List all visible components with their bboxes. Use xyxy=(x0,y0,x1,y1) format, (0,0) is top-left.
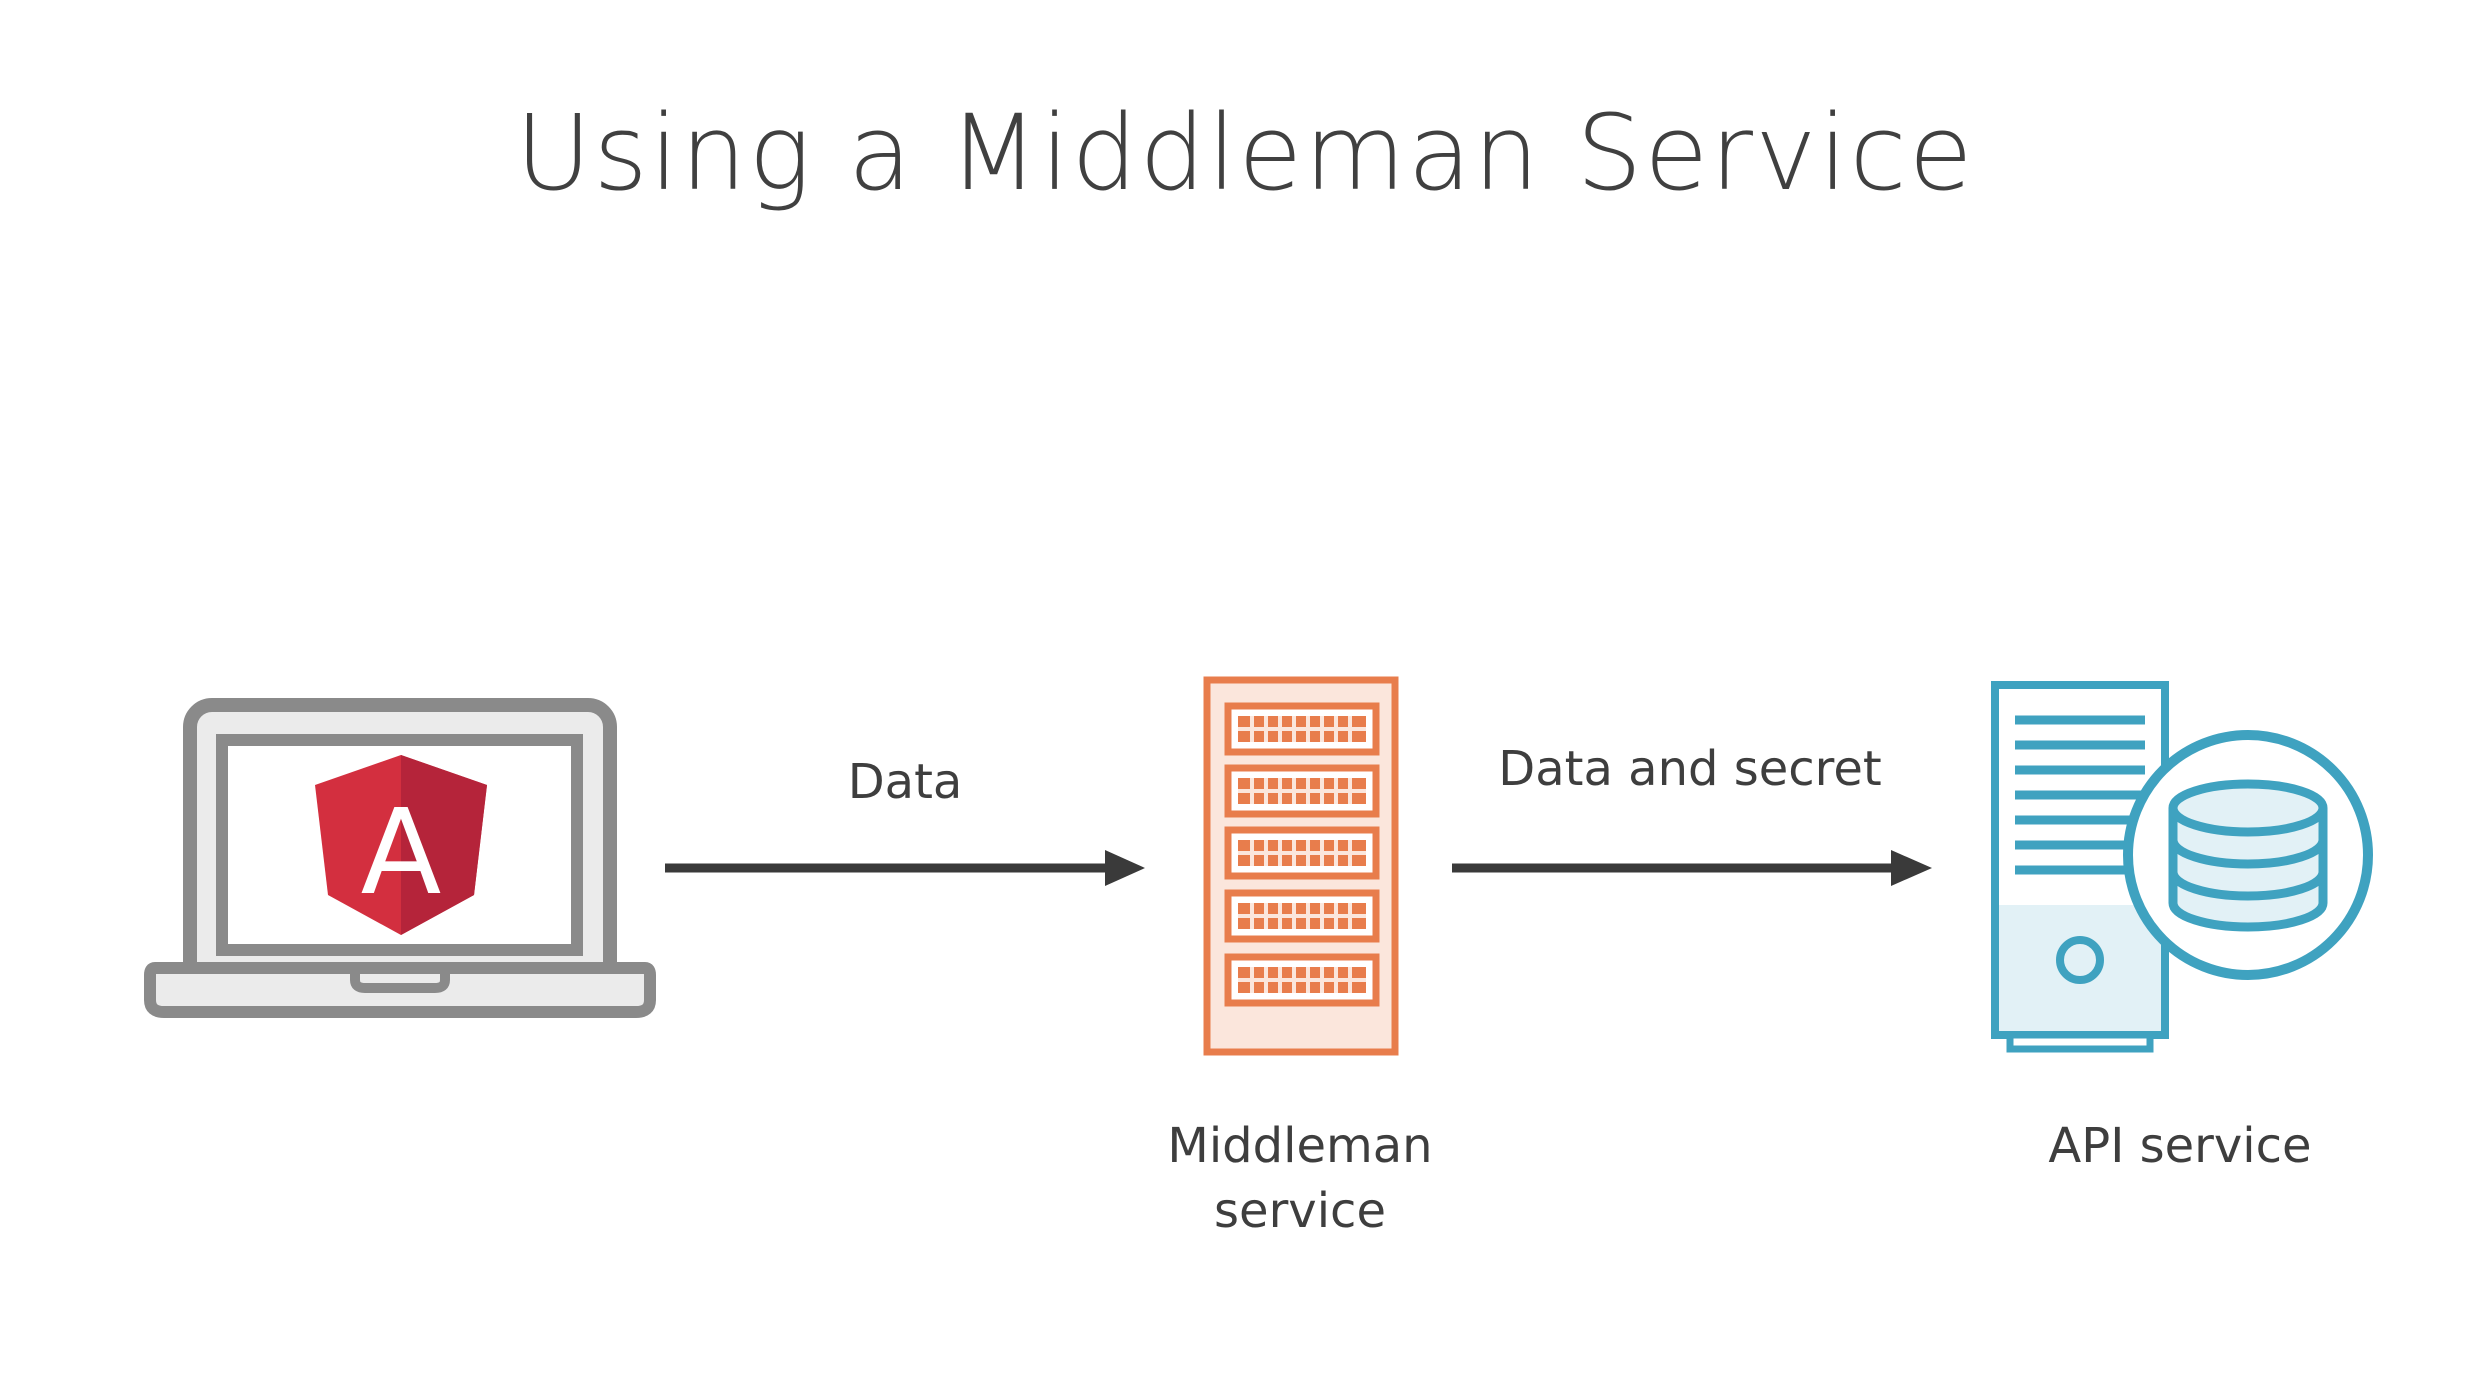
arrow-middleman-to-api xyxy=(1452,850,1932,886)
node-label-middleman-line1: Middleman xyxy=(1167,1118,1433,1174)
arrow-laptop-to-middleman xyxy=(665,850,1145,886)
angular-logo-icon: A xyxy=(315,755,487,935)
arrow-label-data-and-secret: Data and secret xyxy=(1498,741,1882,797)
node-label-middleman-line2: service xyxy=(1214,1183,1386,1239)
slide-title: Using a Middleman Service xyxy=(515,92,1975,214)
laptop-angular-icon: A xyxy=(144,698,656,1018)
angular-logo-letter: A xyxy=(361,783,442,921)
api-server-database-icon xyxy=(1991,681,2373,1053)
node-label-api-service: API service xyxy=(2048,1118,2312,1174)
database-icon xyxy=(2168,779,2328,932)
arrow-label-data: Data xyxy=(847,754,963,810)
server-rack-icon xyxy=(1203,676,1399,1056)
